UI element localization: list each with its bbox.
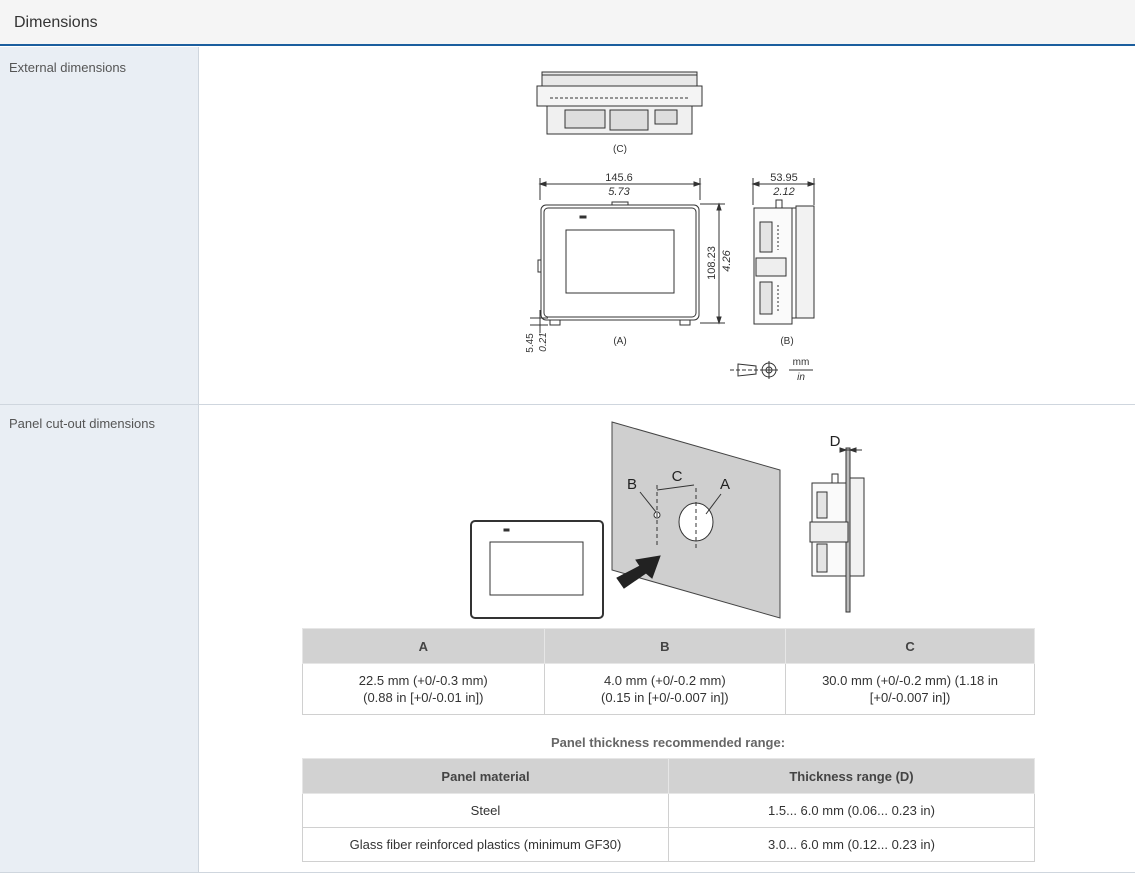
- depth-mm-value: 53.95: [770, 172, 798, 184]
- cell-c-line1: 30.0 mm (+0/-0.2 mm) (1.18 in: [822, 673, 998, 688]
- cell-a-line2: (0.88 in [+0/-0.01 in]): [363, 690, 484, 705]
- panel-plate-illustration: [611, 421, 781, 619]
- cutout-dimensions-label: Panel cut-out dimensions: [9, 416, 155, 431]
- unit-in-label: in: [797, 372, 805, 383]
- table-header-row: Panel material Thickness range (D): [302, 758, 1035, 794]
- section-title: Dimensions: [14, 14, 98, 31]
- header-panel-material: Panel material: [302, 758, 669, 794]
- front-view-device: [537, 201, 700, 326]
- depth-in-value: 2.12: [772, 186, 794, 198]
- width-in-value: 5.73: [608, 186, 630, 198]
- cutout-label-c: C: [672, 468, 683, 485]
- side-view-device: [753, 199, 815, 325]
- bottom-offset-mm-value: 5.45: [525, 333, 536, 353]
- width-mm-value: 145.6: [605, 172, 633, 184]
- cell-b: 4.0 mm (+0/-0.2 mm) (0.15 in [+0/-0.007 …: [543, 663, 787, 715]
- cell-a: 22.5 mm (+0/-0.3 mm) (0.88 in [+0/-0.01 …: [302, 663, 545, 715]
- height-mm-value: 108.23: [706, 246, 718, 280]
- view-b-label: (B): [780, 336, 793, 347]
- row-divider: [0, 404, 1135, 405]
- thickness-gf30: 3.0... 6.0 mm (0.12... 0.23 in): [668, 827, 1035, 862]
- cutout-label-d: D: [830, 433, 841, 450]
- header-a: A: [302, 628, 545, 664]
- material-gf30: Glass fiber reinforced plastics (minimum…: [302, 827, 669, 862]
- thickness-table: Panel material Thickness range (D) Steel…: [302, 758, 1035, 862]
- cell-c-line2: [+0/-0.007 in]): [869, 690, 951, 705]
- bottom-offset-in-value: 0.21: [538, 332, 549, 351]
- cutout-drawing: B C A D: [470, 421, 865, 619]
- cell-c: 30.0 mm (+0/-0.2 mm) (1.18 in [+0/-0.007…: [785, 663, 1035, 715]
- table-row: 22.5 mm (+0/-0.3 mm) (0.88 in [+0/-0.01 …: [302, 663, 1035, 715]
- thickness-title: Panel thickness recommended range:: [550, 735, 786, 750]
- section-header: Dimensions: [0, 0, 1135, 46]
- view-a-label: (A): [613, 336, 626, 347]
- row-label-external: External dimensions: [0, 47, 199, 404]
- header-thickness-range: Thickness range (D): [668, 758, 1035, 794]
- insert-arrow-icon: [616, 555, 661, 589]
- height-in-value: 4.26: [721, 249, 733, 271]
- thickness-steel: 1.5... 6.0 mm (0.06... 0.23 in): [668, 793, 1035, 828]
- cutout-label-b: B: [627, 476, 637, 493]
- device-front-illustration: [470, 520, 604, 619]
- external-dimensions-drawing: (C) 145.6 5.73 108.23 4.26 5.45 0.21 (A): [525, 71, 816, 383]
- external-dimensions-label: External dimensions: [9, 60, 127, 75]
- cutout-dimensions-table: A B C 22.5 mm (+0/-0.3 mm) (0.88 in [+0/…: [302, 628, 1035, 715]
- bottom-offset-dimension-line: [530, 310, 548, 333]
- cell-b-line2: (0.15 in [+0/-0.007 in]): [601, 690, 729, 705]
- top-view-device: [536, 71, 703, 135]
- material-steel: Steel: [302, 793, 669, 828]
- table-row: Steel 1.5... 6.0 mm (0.06... 0.23 in): [302, 793, 1035, 828]
- mounted-side-view-illustration: [809, 447, 865, 613]
- width-dimension-line: [538, 178, 702, 200]
- table-row: Glass fiber reinforced plastics (minimum…: [302, 827, 1035, 862]
- projection-symbol-icon: [730, 361, 813, 379]
- cell-b-line1: 4.0 mm (+0/-0.2 mm): [603, 673, 726, 688]
- depth-dimension-line: [751, 178, 816, 205]
- height-dimension-line: [700, 202, 725, 325]
- cell-a-line1: 22.5 mm (+0/-0.3 mm): [358, 673, 488, 688]
- table-header-row: A B C: [302, 628, 1035, 664]
- cutout-label-a: A: [720, 476, 730, 493]
- unit-mm-label: mm: [793, 357, 810, 368]
- header-c: C: [785, 628, 1035, 664]
- header-b: B: [543, 628, 787, 664]
- row-label-cutout: Panel cut-out dimensions: [0, 405, 199, 873]
- view-c-label: (C): [613, 144, 627, 155]
